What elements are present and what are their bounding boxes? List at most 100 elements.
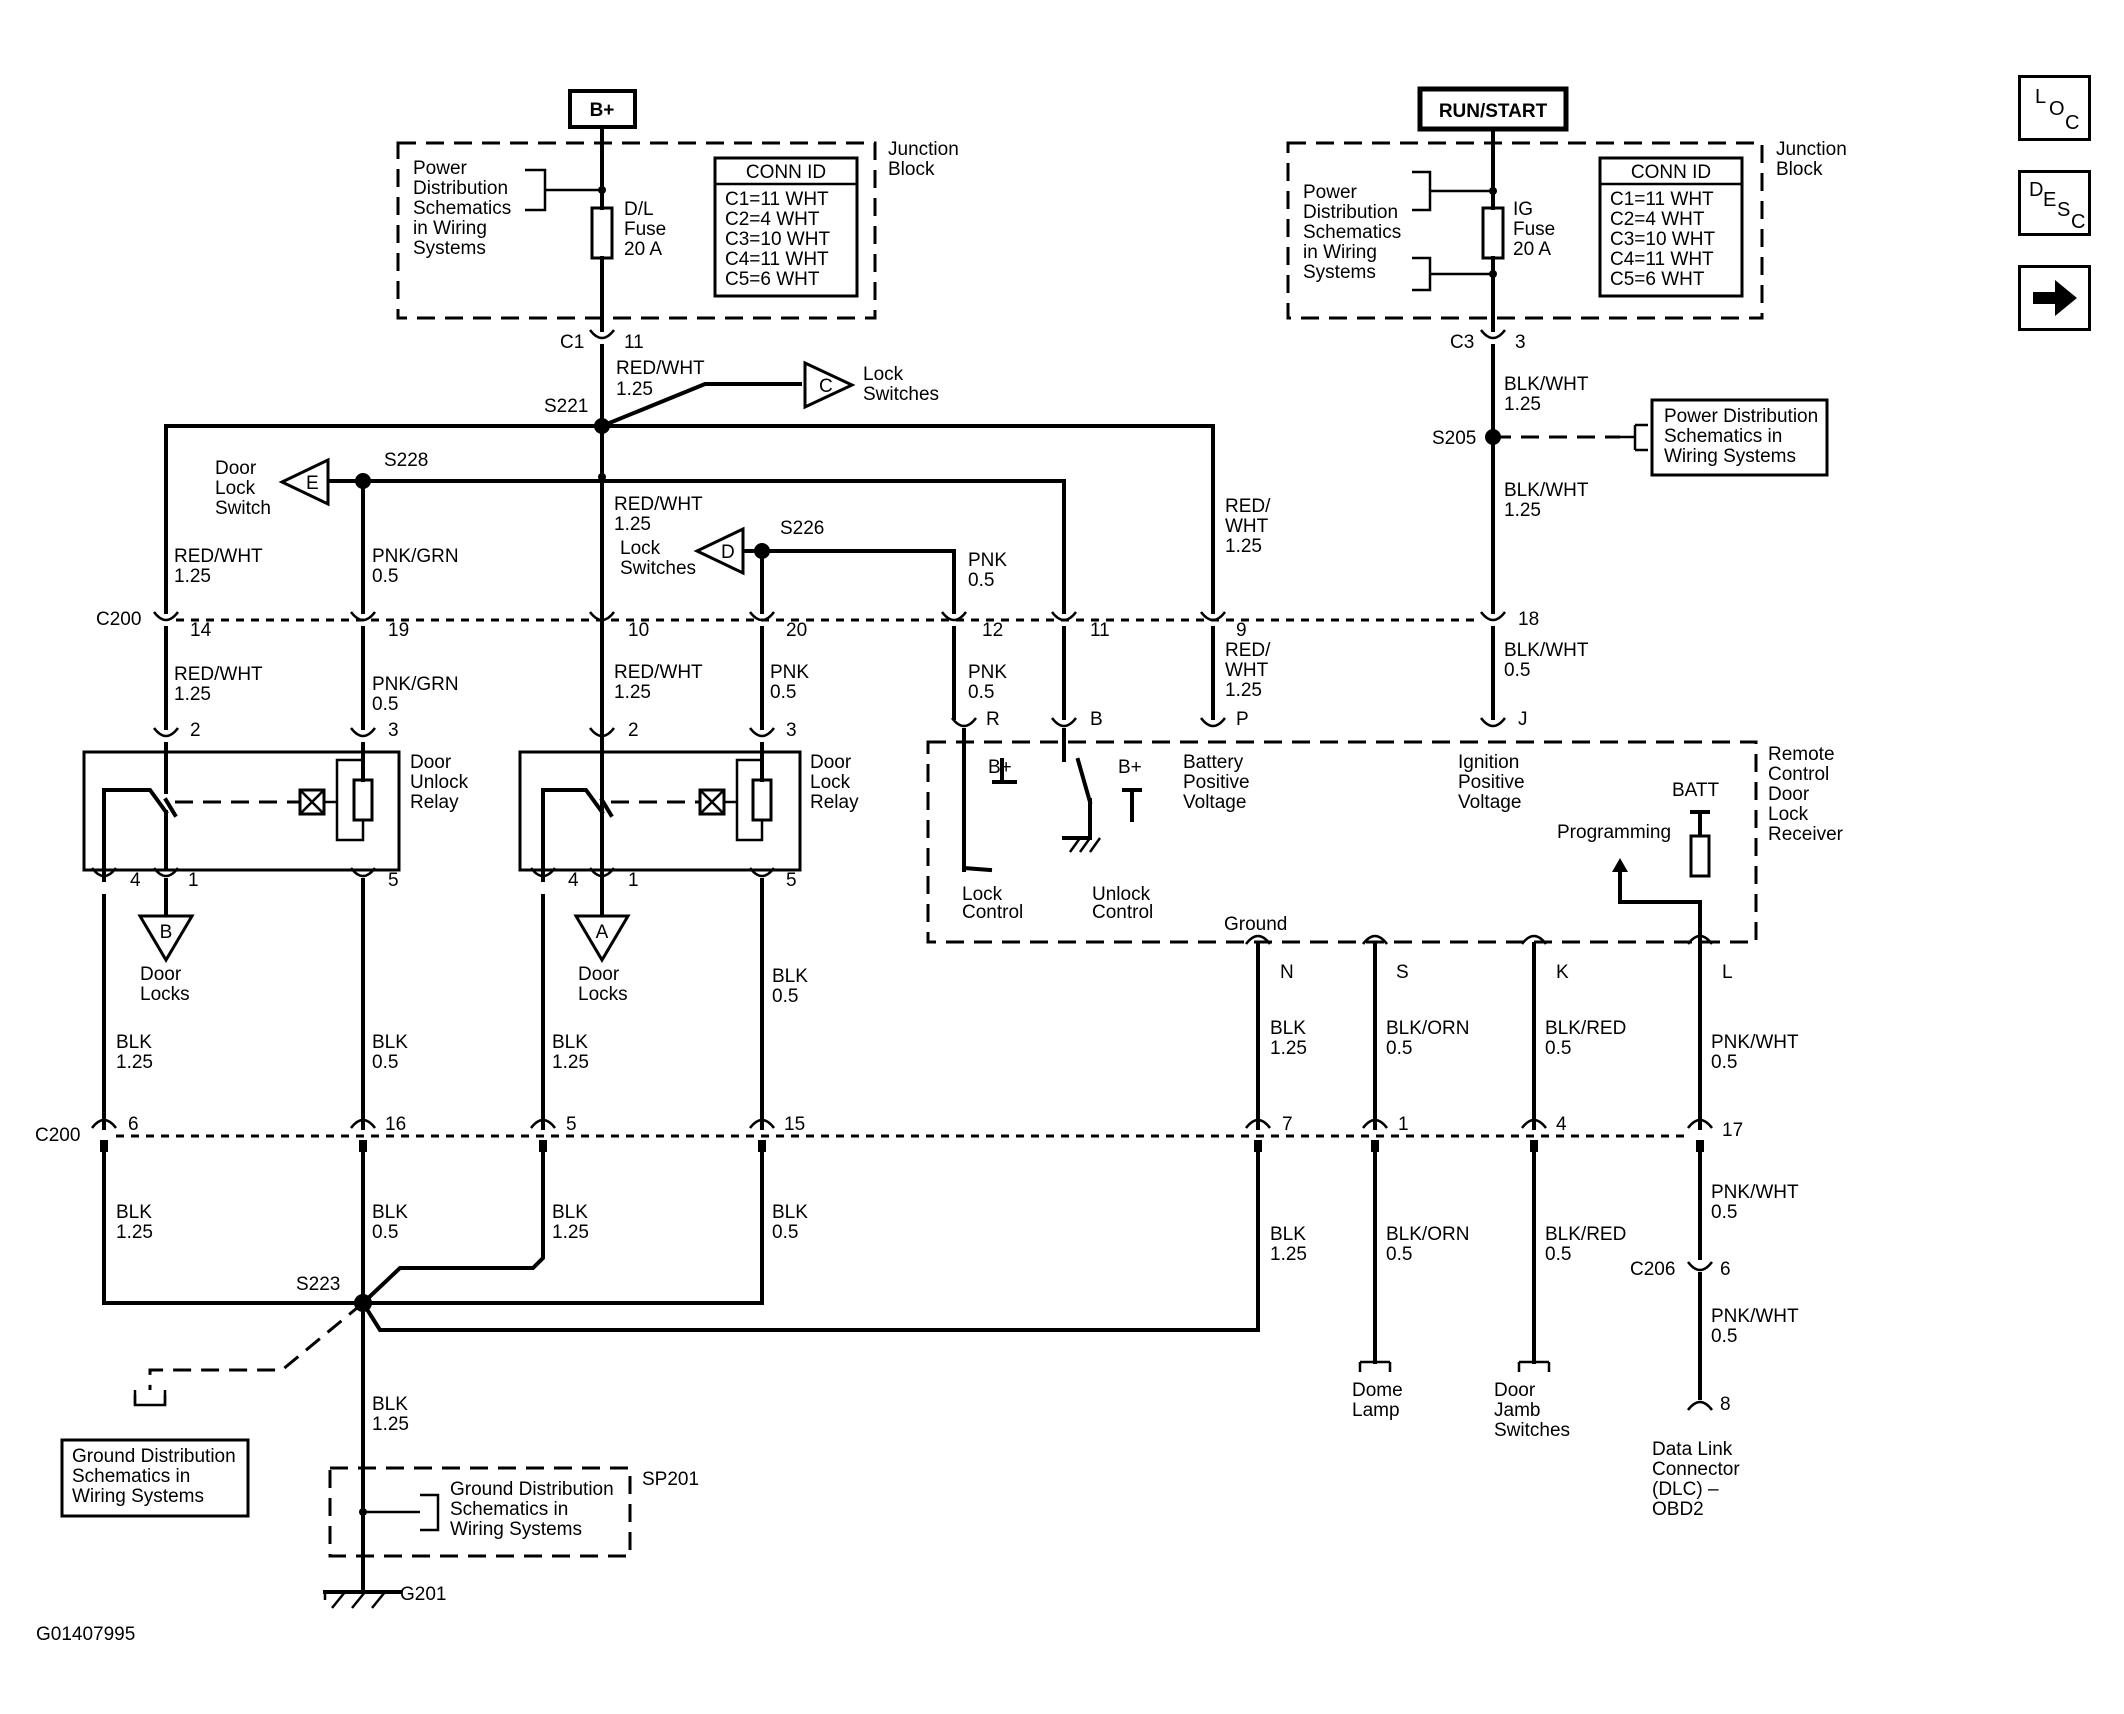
- jb-right-conn-id-4: C4=11 WHT: [1610, 249, 1714, 270]
- svg-text:PNK/WHT: PNK/WHT: [1711, 1306, 1799, 1327]
- svg-text:Ignition: Ignition: [1458, 752, 1519, 773]
- svg-text:BLK: BLK: [772, 966, 808, 987]
- run-start-label: RUN/START: [1439, 101, 1548, 122]
- svg-text:3: 3: [388, 720, 399, 741]
- offpage-c: [803, 360, 856, 410]
- offpage-a-label-1: Door: [578, 964, 620, 985]
- svg-text:7: 7: [1282, 1114, 1293, 1135]
- svg-text:Relay: Relay: [810, 792, 859, 813]
- diagram-id: G01407995: [36, 1624, 135, 1645]
- svg-text:0.5: 0.5: [772, 1222, 798, 1243]
- svg-text:1.25: 1.25: [616, 379, 653, 400]
- svg-text:BLK: BLK: [372, 1202, 408, 1223]
- jb-left-ref-1: Power: [413, 158, 468, 179]
- svg-text:1.25: 1.25: [614, 514, 651, 535]
- jb-left-ref-2: Distribution: [413, 178, 508, 199]
- svg-text:RED/WHT: RED/WHT: [614, 662, 703, 683]
- offpage-d-letter: D: [721, 542, 735, 563]
- svg-text:Unlock: Unlock: [1092, 884, 1151, 905]
- svg-text:0.5: 0.5: [372, 566, 398, 587]
- svg-text:Relay: Relay: [410, 792, 459, 813]
- svg-text:Wiring Systems: Wiring Systems: [72, 1486, 204, 1507]
- loc-button[interactable]: L O C: [2018, 75, 2091, 141]
- jb-right-conn-id-5: C5=6 WHT: [1610, 269, 1705, 290]
- svg-text:Voltage: Voltage: [1183, 792, 1246, 813]
- jb-right-conn-id-3: C3=10 WHT: [1610, 229, 1715, 250]
- dl-fuse-label-1: D/L: [624, 199, 654, 220]
- svg-text:0.5: 0.5: [1504, 660, 1530, 681]
- dome-lamp: Dome Lamp: [1352, 1360, 1403, 1421]
- svg-text:0.5: 0.5: [1711, 1052, 1737, 1073]
- splice-s205: [1485, 429, 1501, 445]
- svg-text:1.25: 1.25: [614, 682, 651, 703]
- svg-text:0.5: 0.5: [1386, 1038, 1412, 1059]
- offpage-b: [137, 914, 195, 963]
- jb-right-ref-5: Systems: [1303, 262, 1376, 283]
- svg-text:PNK/GRN: PNK/GRN: [372, 546, 459, 567]
- data-link-connector: Data Link Connector (DLC) – OBD2: [1652, 1439, 1740, 1520]
- svg-text:L: L: [1722, 962, 1733, 983]
- svg-text:Data Link: Data Link: [1652, 1439, 1733, 1460]
- svg-text:5: 5: [566, 1114, 577, 1135]
- jb-right-conn-id-2: C2=4 WHT: [1610, 209, 1705, 230]
- svg-text:K: K: [1556, 962, 1569, 983]
- junction-block-right-title-1: Junction: [1776, 139, 1847, 160]
- svg-text:RED/WHT: RED/WHT: [174, 664, 263, 685]
- b-plus-label: B+: [590, 100, 615, 121]
- svg-text:Control: Control: [1768, 764, 1829, 785]
- svg-text:BLK: BLK: [1270, 1018, 1306, 1039]
- svg-text:Schematics in: Schematics in: [72, 1466, 190, 1487]
- svg-text:Positive: Positive: [1183, 772, 1250, 793]
- jb-right-conn-id-table: [1598, 156, 1744, 298]
- svg-text:6: 6: [128, 1114, 139, 1135]
- svg-text:RED/: RED/: [1225, 640, 1271, 661]
- svg-text:Remote: Remote: [1768, 744, 1835, 765]
- svg-text:BLK: BLK: [372, 1032, 408, 1053]
- svg-text:11: 11: [1090, 620, 1110, 641]
- loc-letter-l: L: [2035, 86, 2047, 108]
- svg-text:B+: B+: [988, 757, 1012, 778]
- svg-text:0.5: 0.5: [372, 694, 398, 715]
- splice-s226-label: S226: [780, 518, 824, 539]
- offpage-d-label-2: Switches: [620, 558, 696, 579]
- svg-text:1: 1: [628, 870, 639, 891]
- dl-fuse-label-3: 20 A: [624, 239, 662, 260]
- jb-left-conn-id-4: C4=11 WHT: [725, 249, 829, 270]
- svg-text:Unlock: Unlock: [410, 772, 469, 793]
- svg-text:Lock: Lock: [1768, 804, 1809, 825]
- offpage-b-label-2: Locks: [140, 984, 190, 1005]
- offpage-e: [278, 457, 330, 507]
- svg-text:B: B: [1090, 709, 1103, 730]
- jb-right-conn-id-title: CONN ID: [1631, 162, 1711, 183]
- svg-text:20: 20: [786, 620, 807, 641]
- svg-text:Ground: Ground: [1224, 914, 1287, 935]
- svg-text:BLK/ORN: BLK/ORN: [1386, 1018, 1469, 1039]
- offpage-e-label-2: Lock: [215, 478, 256, 499]
- next-button[interactable]: [2018, 265, 2091, 331]
- svg-text:0.5: 0.5: [1386, 1244, 1412, 1265]
- svg-text:1.25: 1.25: [1225, 536, 1262, 557]
- c200-top-label: C200: [96, 609, 141, 630]
- jb-left-conn-id-title: CONN ID: [746, 162, 826, 183]
- svg-text:0.5: 0.5: [1711, 1202, 1737, 1223]
- jb-left-ref-3: Schematics: [413, 198, 511, 219]
- svg-text:1.25: 1.25: [552, 1222, 589, 1243]
- svg-text:PNK: PNK: [968, 662, 1007, 683]
- svg-text:5: 5: [388, 870, 399, 891]
- svg-text:Schematics in: Schematics in: [450, 1499, 568, 1520]
- desc-button[interactable]: D E S C: [2018, 170, 2091, 236]
- svg-text:0.5: 0.5: [1545, 1244, 1571, 1265]
- c3-label: C3: [1450, 332, 1474, 353]
- svg-text:Ground Distribution: Ground Distribution: [72, 1446, 236, 1467]
- svg-text:Door: Door: [1768, 784, 1810, 805]
- svg-text:RED/WHT: RED/WHT: [174, 546, 263, 567]
- svg-text:Door: Door: [410, 752, 452, 773]
- splice-s205-label: S205: [1432, 428, 1476, 449]
- svg-text:1.25: 1.25: [116, 1222, 153, 1243]
- svg-text:J: J: [1518, 709, 1528, 730]
- offpage-e-letter: E: [306, 473, 319, 494]
- jb-left-conn-id-1: C1=11 WHT: [725, 189, 829, 210]
- svg-text:BLK/RED: BLK/RED: [1545, 1224, 1626, 1245]
